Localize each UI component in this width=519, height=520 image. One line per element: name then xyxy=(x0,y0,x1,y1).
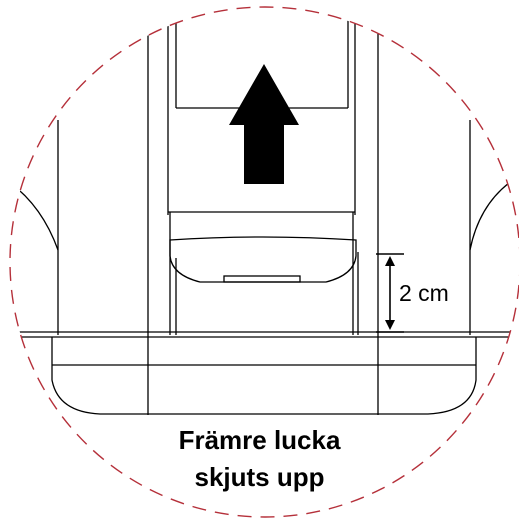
caption-line-2: skjuts upp xyxy=(194,462,325,492)
up-arrow-icon xyxy=(229,64,299,184)
dimension-label: 2 cm xyxy=(399,280,449,306)
printer-body xyxy=(10,7,519,415)
caption-line-1: Främre lucka xyxy=(178,425,341,455)
front-cover-lip xyxy=(169,236,357,283)
side-curve-right xyxy=(469,175,519,251)
base-front xyxy=(51,337,477,415)
dimension-arrow-icon xyxy=(376,253,404,333)
detail-callout-circle xyxy=(9,6,519,518)
side-curve-left xyxy=(10,175,59,251)
